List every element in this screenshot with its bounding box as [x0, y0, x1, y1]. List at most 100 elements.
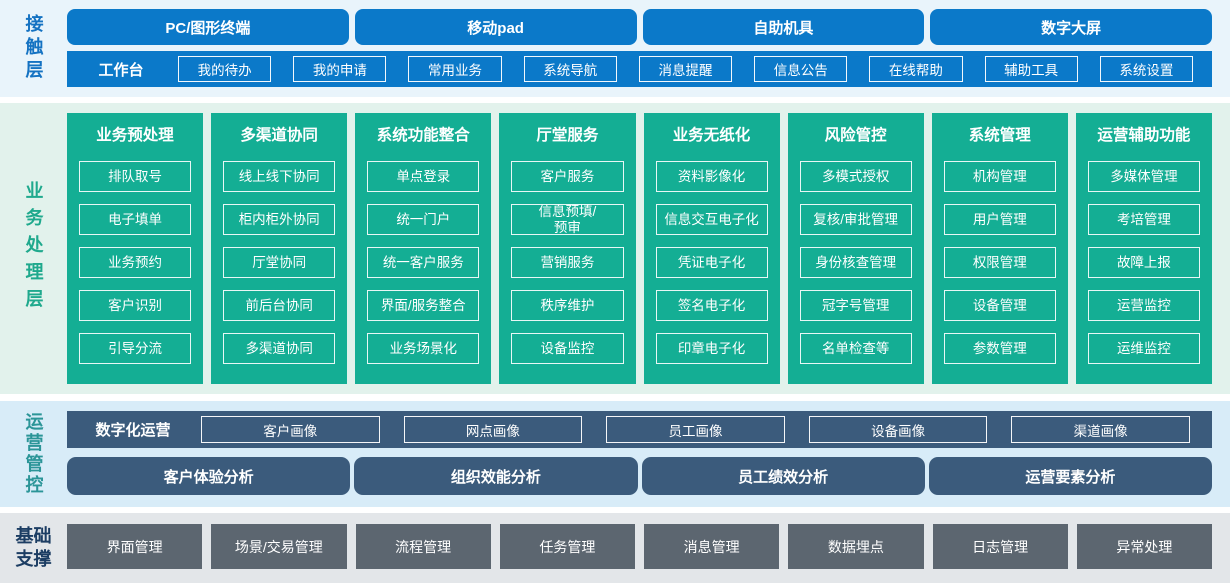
workbench-item-applications: 我的申请 — [293, 56, 387, 82]
business-item: 凭证电子化 — [655, 247, 768, 278]
business-item: 营销服务 — [511, 247, 624, 278]
foundation-item-interface-mgmt: 界面管理 — [67, 524, 203, 569]
terminal-mobile-pad: 移动pad — [354, 9, 637, 45]
business-item: 印章电子化 — [655, 333, 768, 364]
analysis-ops-elements: 运营要素分析 — [928, 457, 1212, 495]
terminal-digital-screen: 数字大屏 — [930, 9, 1212, 45]
terminal-self-service: 自助机具 — [642, 9, 925, 45]
column-header: 系统管理 — [968, 127, 1031, 144]
business-item: 故障上报 — [1087, 247, 1200, 278]
business-item: 线上线下协同 — [223, 161, 336, 192]
business-item: 信息预填/ 预审 — [511, 204, 624, 235]
contact-layer-band: 接触层 PC/图形终端 移动pad 自助机具 数字大屏 工作台 我的待办 我的申… — [0, 0, 1230, 97]
business-item: 柜内柜外协同 — [223, 204, 336, 235]
business-item: 秩序维护 — [511, 290, 624, 321]
digital-ops-bar: 数字化运营 客户画像 网点画像 员工画像 设备画像 渠道画像 — [67, 411, 1212, 448]
workbench-label: 工作台 — [98, 61, 144, 79]
workbench-item-todo: 我的待办 — [178, 56, 272, 82]
business-item: 多渠道协同 — [223, 333, 336, 364]
business-item: 厅堂协同 — [223, 247, 336, 278]
workbench-item-common-business: 常用业务 — [408, 56, 502, 82]
business-item: 多模式授权 — [799, 161, 912, 192]
workbench-item-aux-tools: 辅助工具 — [984, 56, 1078, 82]
operations-layer-label: 运营管控 — [23, 412, 44, 496]
business-item: 界面/服务整合 — [367, 290, 480, 321]
foundation-item-message-mgmt: 消息管理 — [644, 524, 780, 569]
workbench-item-system-nav: 系统导航 — [523, 56, 617, 82]
portrait-item-employee: 员工画像 — [606, 416, 785, 443]
foundation-layer-label: 基础支撑 — [15, 525, 52, 569]
business-item: 签名电子化 — [655, 290, 768, 321]
business-item: 设备监控 — [511, 333, 624, 364]
portrait-item-customer: 客户画像 — [201, 416, 380, 443]
business-item: 排队取号 — [79, 161, 192, 192]
workbench-item-info-announcement: 信息公告 — [754, 56, 848, 82]
business-item: 运营监控 — [1087, 290, 1200, 321]
business-item: 客户识别 — [79, 290, 192, 321]
portrait-item-device: 设备画像 — [808, 416, 988, 443]
operations-layer-band: 运营管控 数字化运营 客户画像 网点画像 员工画像 设备画像 渠道画像 客户体验… — [0, 401, 1230, 507]
business-column-multichannel: 多渠道协同 线上线下协同 柜内柜外协同 厅堂协同 前后台协同 多渠道协同 — [211, 113, 348, 384]
business-layer-label-cell: 业务处理层 — [0, 103, 67, 394]
business-item: 机构管理 — [943, 161, 1056, 192]
foundation-row: 界面管理 场景/交易管理 流程管理 任务管理 消息管理 数据埋点 日志管理 异常… — [67, 524, 1212, 569]
terminal-pc: PC/图形终端 — [67, 9, 349, 45]
business-item: 引导分流 — [79, 333, 192, 364]
business-column-risk-control: 风险管控 多模式授权 复核/审批管理 身份核查管理 冠字号管理 名单检查等 — [787, 113, 924, 384]
contact-layer-label: 接触层 — [23, 14, 44, 83]
foundation-item-task-mgmt: 任务管理 — [499, 524, 635, 569]
business-columns: 业务预处理 排队取号 电子填单 业务预约 客户识别 引导分流 多渠道协同 线上线… — [67, 113, 1212, 384]
business-item: 参数管理 — [943, 333, 1056, 364]
column-header: 业务无纸化 — [672, 127, 751, 144]
analysis-row: 客户体验分析 组织效能分析 员工绩效分析 运营要素分析 — [67, 457, 1212, 495]
business-item: 统一门户 — [367, 204, 480, 235]
band-divider — [0, 394, 1230, 401]
business-item: 单点登录 — [367, 161, 480, 192]
business-item: 业务场景化 — [367, 333, 480, 364]
column-header: 业务预处理 — [96, 127, 174, 144]
business-column-system-mgmt: 系统管理 机构管理 用户管理 权限管理 设备管理 参数管理 — [931, 113, 1068, 384]
business-item: 信息交互电子化 — [655, 204, 768, 235]
foundation-item-scene-transaction-mgmt: 场景/交易管理 — [211, 524, 347, 569]
business-item: 统一客户服务 — [367, 247, 480, 278]
foundation-layer-band: 基础支撑 界面管理 场景/交易管理 流程管理 任务管理 消息管理 数据埋点 日志… — [0, 513, 1230, 583]
business-item: 复核/审批管理 — [799, 204, 912, 235]
business-column-system-integration: 系统功能整合 单点登录 统一门户 统一客户服务 界面/服务整合 业务场景化 — [355, 113, 492, 384]
business-item: 客户服务 — [511, 161, 624, 192]
terminals-row: PC/图形终端 移动pad 自助机具 数字大屏 — [67, 9, 1212, 45]
business-item: 电子填单 — [79, 204, 192, 235]
contact-layer-label-cell: 接触层 — [0, 0, 67, 97]
business-item: 运维监控 — [1087, 333, 1200, 364]
business-column-hall-service: 厅堂服务 客户服务 信息预填/ 预审 营销服务 秩序维护 设备监控 — [499, 113, 636, 384]
workbench-item-online-help: 在线帮助 — [869, 56, 963, 82]
portrait-item-branch: 网点画像 — [403, 416, 583, 443]
workbench-item-system-settings: 系统设置 — [1099, 56, 1193, 82]
business-item: 用户管理 — [943, 204, 1056, 235]
business-column-ops-aux: 运营辅助功能 多媒体管理 考培管理 故障上报 运营监控 运维监控 — [1075, 113, 1212, 384]
band-divider — [0, 507, 1230, 513]
foundation-item-data-tracking: 数据埋点 — [788, 524, 924, 569]
business-item: 资料影像化 — [655, 161, 768, 192]
business-layer-band: 业务处理层 业务预处理 排队取号 电子填单 业务预约 客户识别 引导分流 多渠道… — [0, 103, 1230, 394]
workbench-bar: 工作台 我的待办 我的申请 常用业务 系统导航 消息提醒 信息公告 在线帮助 辅… — [67, 51, 1212, 87]
foundation-layer-label-cell: 基础支撑 — [0, 513, 67, 583]
business-item: 权限管理 — [943, 247, 1056, 278]
analysis-employee-performance: 员工绩效分析 — [641, 457, 925, 495]
analysis-customer-experience: 客户体验分析 — [67, 457, 351, 495]
business-item: 名单检查等 — [799, 333, 912, 364]
digital-ops-label: 数字化运营 — [95, 422, 171, 439]
business-item: 设备管理 — [943, 290, 1056, 321]
portrait-item-channel: 渠道画像 — [1011, 416, 1190, 443]
foundation-item-log-mgmt: 日志管理 — [932, 524, 1068, 569]
column-header: 系统功能整合 — [376, 127, 470, 144]
analysis-org-efficiency: 组织效能分析 — [354, 457, 638, 495]
operations-layer-label-cell: 运营管控 — [0, 401, 67, 507]
business-item: 前后台协同 — [223, 290, 336, 321]
column-header: 风险管控 — [824, 127, 887, 144]
foundation-item-process-mgmt: 流程管理 — [355, 524, 491, 569]
business-item: 业务预约 — [79, 247, 192, 278]
business-layer-label: 业务处理层 — [23, 181, 44, 316]
foundation-item-exception-handling: 异常处理 — [1076, 524, 1212, 569]
business-item: 多媒体管理 — [1087, 161, 1200, 192]
business-column-preprocess: 业务预处理 排队取号 电子填单 业务预约 客户识别 引导分流 — [67, 113, 204, 384]
